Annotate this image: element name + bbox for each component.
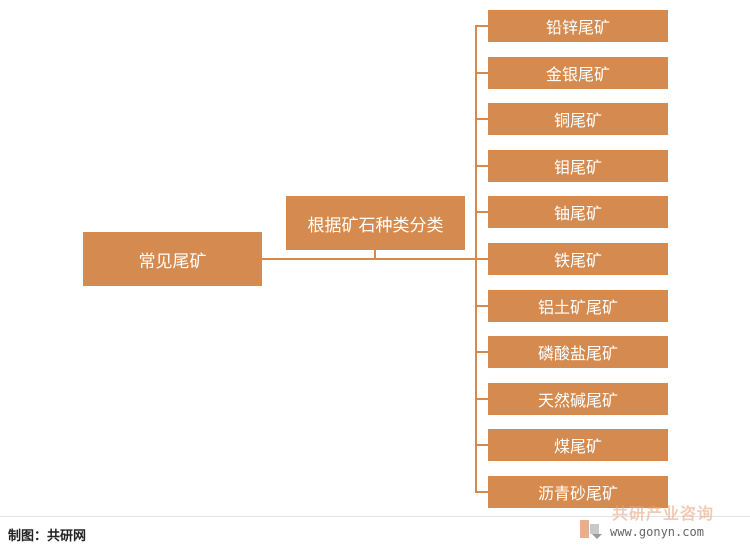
leaf-connector — [475, 351, 489, 353]
gonyn-logo-icon — [580, 520, 602, 539]
leaf-connector — [475, 398, 489, 400]
leaf-node: 沥青砂尾矿 — [488, 476, 668, 508]
root-node: 常见尾矿 — [83, 232, 262, 286]
leaf-connector — [475, 72, 489, 74]
footer-divider — [0, 516, 750, 517]
leaf-node: 铁尾矿 — [488, 243, 668, 275]
leaf-connector — [475, 165, 489, 167]
leaf-node: 钼尾矿 — [488, 150, 668, 182]
source-credit: 制图：共研网 — [8, 529, 87, 544]
watermark-url: www.gonyn.com — [610, 525, 704, 539]
leaf-connector — [475, 211, 489, 213]
watermark: 共研产业咨询 www.gonyn.com — [572, 496, 742, 546]
leaf-connector — [475, 491, 489, 493]
leaf-node: 铀尾矿 — [488, 196, 668, 228]
leaf-node: 铝土矿尾矿 — [488, 290, 668, 322]
leaf-node: 铜尾矿 — [488, 103, 668, 135]
connector-category-stem — [374, 250, 376, 259]
leaf-connector — [475, 258, 489, 260]
leaf-node: 天然碱尾矿 — [488, 383, 668, 415]
leaf-connector — [475, 305, 489, 307]
category-node: 根据矿石种类分类 — [286, 196, 465, 250]
leaf-connector — [475, 444, 489, 446]
connector-root-trunk — [262, 258, 476, 260]
watermark-title: 共研产业咨询 — [612, 504, 715, 523]
leaf-node: 铅锌尾矿 — [488, 10, 668, 42]
leaf-node: 煤尾矿 — [488, 429, 668, 461]
leaf-node: 磷酸盐尾矿 — [488, 336, 668, 368]
leaf-connector — [475, 25, 489, 27]
leaf-node: 金银尾矿 — [488, 57, 668, 89]
leaf-connector — [475, 118, 489, 120]
